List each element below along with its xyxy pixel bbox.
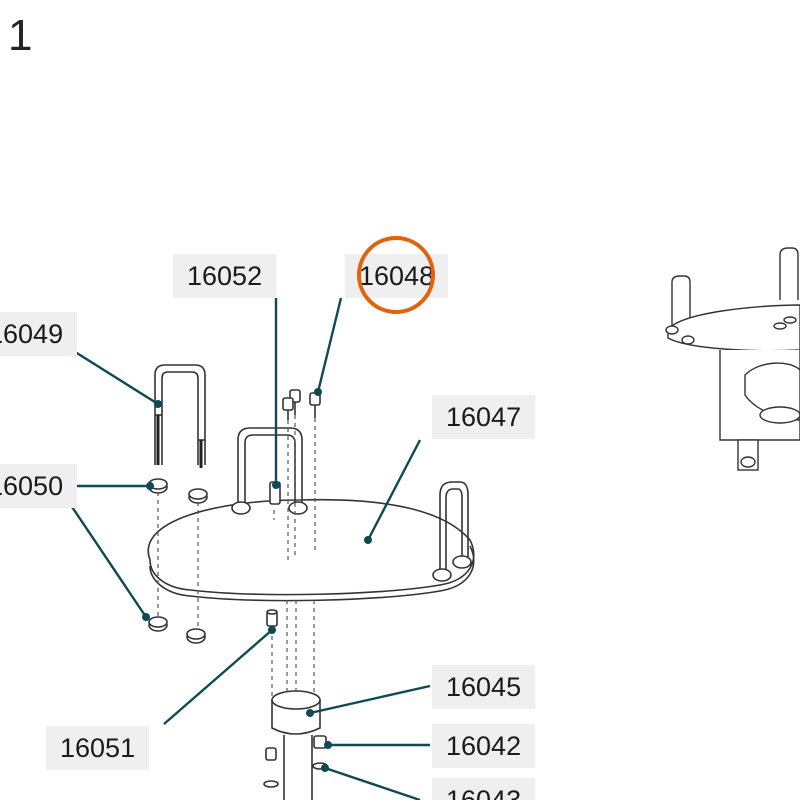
hub-16045 [271,690,321,800]
plate-16047 [147,498,475,602]
assembly-lines [157,415,316,700]
callout-16051: 16051 [46,726,150,770]
bolt-16051 [266,609,278,627]
callout-16045: 16045 [432,665,536,709]
u-bolt-right [439,481,469,572]
callout-16049: 16049 [0,312,78,356]
leader-dots [142,388,372,772]
callout-16050: 16050 [0,464,78,508]
leader-lines [57,297,431,800]
callout-16043: 16043 [432,778,536,800]
callout-16042: 16042 [432,724,536,768]
page-number: 1 [8,11,33,60]
assembled-view [665,247,800,471]
screws-16048 [282,389,321,420]
callout-16052: 16052 [173,254,277,298]
callout-16047: 16047 [432,395,536,439]
highlight-circle [357,236,435,314]
u-bolt-left [154,364,206,465]
